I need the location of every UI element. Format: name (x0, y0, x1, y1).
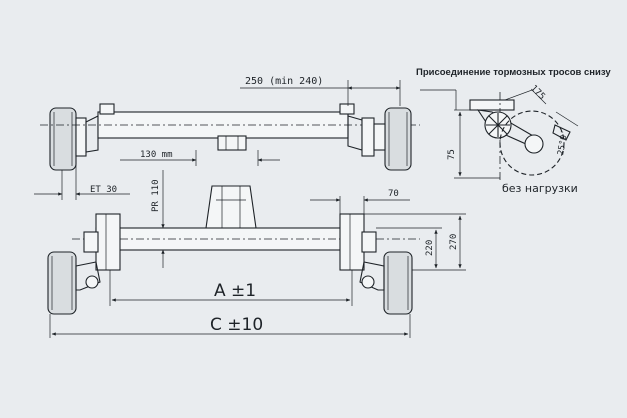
axle-bottom-view: PR 110 70 220 270 A ±1 C ±10 (47, 170, 466, 338)
dimension-130mm: 130 mm (140, 150, 173, 160)
dimension-220: 220 (425, 240, 435, 256)
dimension-175: 175 (528, 84, 547, 103)
dimension-a: A ±1 (214, 281, 256, 301)
right-wheel-top (347, 107, 412, 171)
left-wheel-top (49, 107, 99, 171)
brake-connection-detail: Присоединение тормозных тросов снизу 175… (416, 67, 611, 195)
dimension-25-deg: 25°0' (556, 129, 570, 156)
dimension-270: 270 (449, 234, 459, 250)
dimension-et30: ET 30 (90, 185, 117, 195)
dimension-c: C ±10 (210, 315, 263, 335)
dimension-pr110: PR 110 (151, 179, 161, 212)
drawbar-mount-top (217, 135, 247, 151)
swing-arc (499, 110, 565, 176)
left-suspension-bottom (95, 213, 121, 271)
axle-top-view: 250 (min 240) 130 mm ET 30 (34, 76, 420, 200)
left-wheel-bottom (47, 251, 101, 315)
brake-title: Присоединение тормозных тросов снизу (416, 67, 611, 78)
no-load-label: без нагрузки (502, 182, 578, 195)
dimension-250: 250 (min 240) (245, 76, 323, 87)
right-wheel-bottom (359, 251, 413, 315)
right-suspension-bottom (339, 213, 365, 271)
dimension-75: 75 (447, 149, 457, 160)
dimension-70: 70 (388, 189, 399, 199)
